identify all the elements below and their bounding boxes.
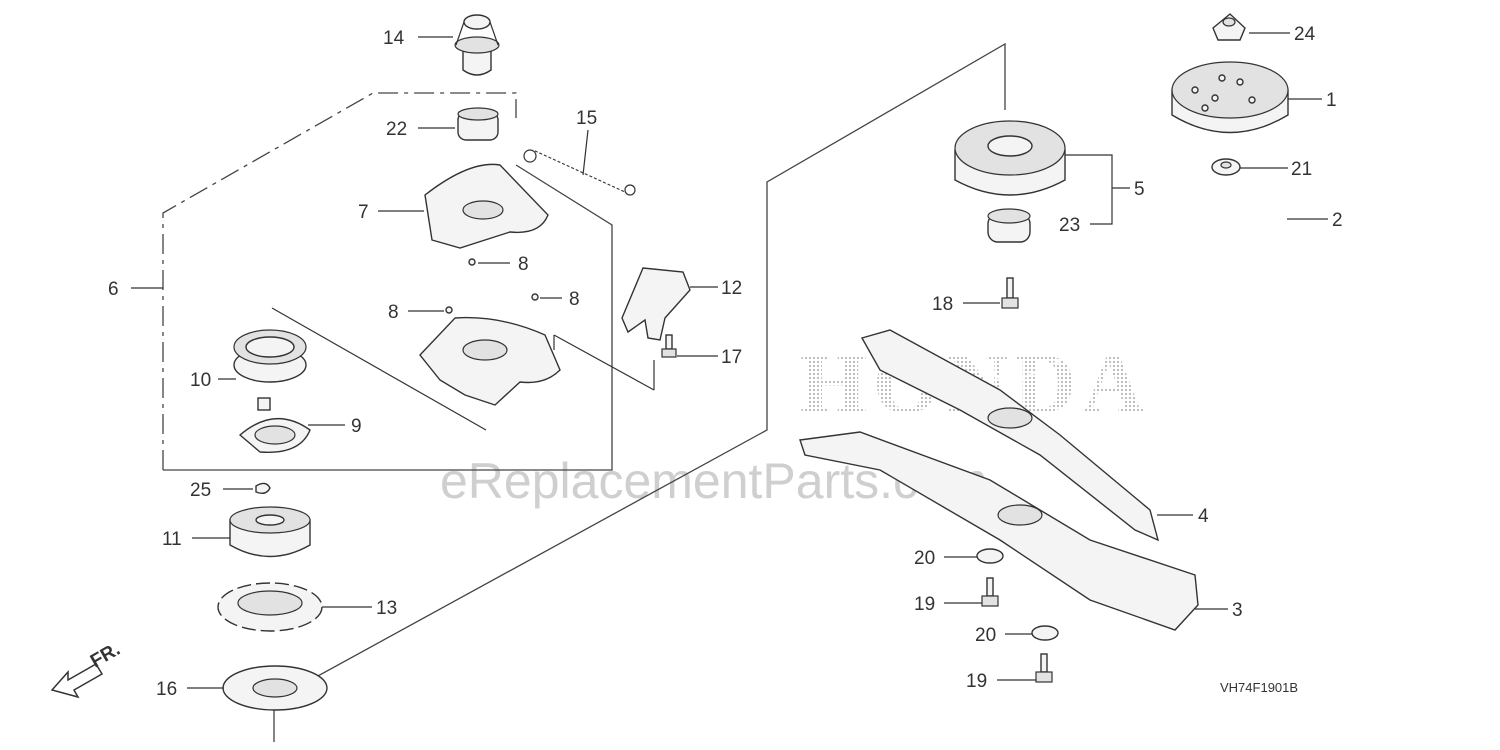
callout-16: 16 <box>156 679 177 700</box>
part-23-bearing <box>987 208 1031 243</box>
part-4-blade <box>860 329 1160 542</box>
part-lower-plate <box>419 316 561 406</box>
callout-25: 25 <box>190 480 211 501</box>
callout-3: 3 <box>1232 600 1243 621</box>
part-9-clip <box>238 397 311 454</box>
callout-9: 9 <box>351 416 362 437</box>
callout-11: 11 <box>162 529 182 550</box>
part-10-ring <box>233 329 307 383</box>
part-5-hub <box>954 120 1066 196</box>
part-17-bolt <box>661 334 677 358</box>
part-11-pulley <box>229 506 311 558</box>
part-25-key <box>255 482 271 495</box>
callout-14: 14 <box>383 28 405 49</box>
part-3-blade <box>799 431 1199 631</box>
callout-19-a: 19 <box>914 594 935 615</box>
part-1-pulley <box>1171 61 1289 134</box>
callout-6: 6 <box>108 279 119 300</box>
callout-20-a: 20 <box>914 548 935 569</box>
callout-20-b: 20 <box>975 625 996 646</box>
callout-8-b: 8 <box>388 302 399 323</box>
callout-7: 7 <box>358 202 369 223</box>
leader-lines <box>131 32 1328 689</box>
part-2-belt <box>991 199 1287 381</box>
callout-13: 13 <box>376 598 397 619</box>
part-13-gear <box>217 582 323 632</box>
callout-15: 15 <box>576 108 597 129</box>
front-direction-arrow: FR. <box>50 639 124 699</box>
part-19-bolt-a <box>981 577 999 607</box>
callout-19-b: 19 <box>966 671 987 692</box>
part-7-plate <box>424 163 549 249</box>
callout-1: 1 <box>1326 90 1337 111</box>
callout-2: 2 <box>1332 210 1343 231</box>
callout-12: 12 <box>721 278 742 299</box>
part-12-bracket <box>621 267 691 341</box>
callout-5: 5 <box>1134 179 1145 200</box>
part-20-washer-a <box>976 548 1004 564</box>
part-21-washer <box>1211 158 1241 176</box>
part-20-washer-b <box>1031 625 1059 641</box>
part-15-spring <box>523 148 636 196</box>
part-18-bolt <box>1001 277 1019 309</box>
diagram-code: VH74F1901B <box>1220 680 1298 695</box>
callout-numbers: 14 22 15 7 8 8 8 6 10 9 12 17 25 11 13 1… <box>108 24 1343 700</box>
part-16-washer <box>222 665 328 711</box>
part-19-bolt-b <box>1035 653 1053 683</box>
part-24-nut <box>1212 13 1246 41</box>
part-22-bearing <box>457 107 499 141</box>
callout-18: 18 <box>932 294 953 315</box>
part-8-pins <box>445 258 539 314</box>
callout-24: 24 <box>1294 24 1316 45</box>
assembly-frame-6 <box>162 92 613 471</box>
callout-8-a: 8 <box>518 254 529 275</box>
callout-21: 21 <box>1291 159 1312 180</box>
callout-10: 10 <box>190 370 211 391</box>
callout-22: 22 <box>386 119 407 140</box>
guide-lines <box>271 307 655 431</box>
callout-4: 4 <box>1198 506 1209 527</box>
part-14-knob <box>454 14 500 76</box>
callout-17: 17 <box>721 347 742 368</box>
callout-23: 23 <box>1059 215 1080 236</box>
callout-8-c: 8 <box>569 289 580 310</box>
